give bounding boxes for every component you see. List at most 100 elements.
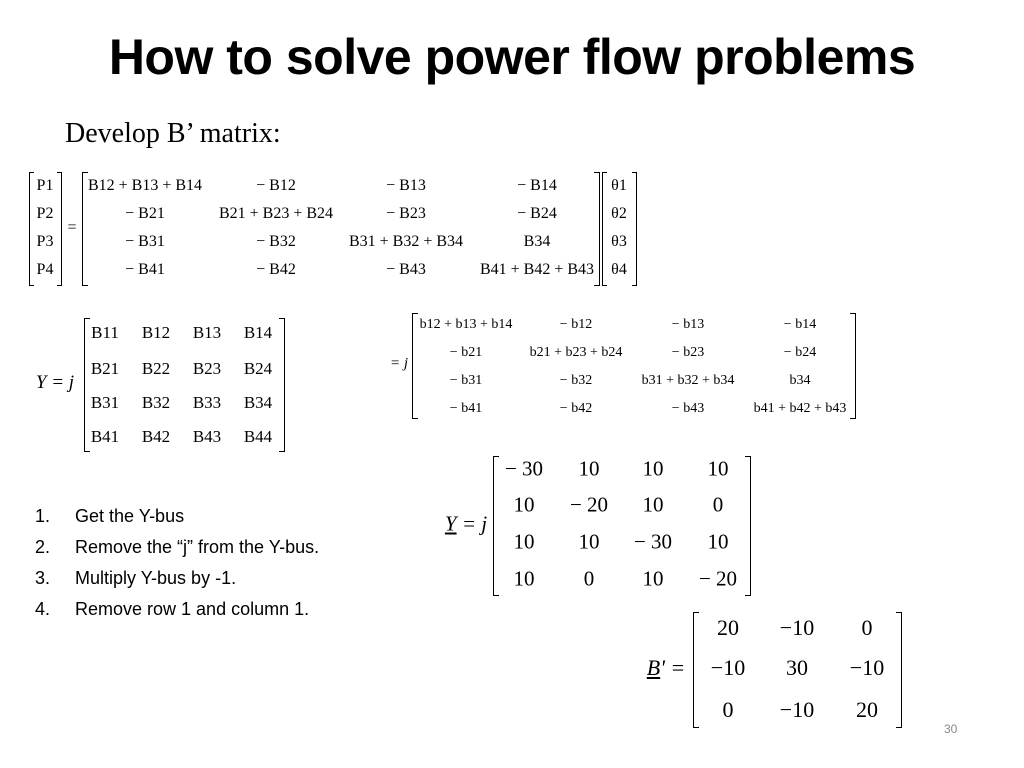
b-lower-matrix-cell: − b23 [671, 345, 705, 360]
b-prime-matrix-cell: −10 [849, 655, 885, 680]
b-matrix-cell: − B14 [517, 177, 557, 194]
y-matrix-cell: B24 [243, 359, 273, 378]
b-prime-matrix-cell: 0 [861, 615, 873, 640]
y-numeric-matrix-cell: 10 [513, 566, 535, 591]
b-lower-matrix-left-bracket [412, 313, 418, 419]
b-prime-matrix-cell: 20 [717, 615, 739, 640]
y-matrix-cell: B44 [243, 427, 273, 446]
y-numeric-matrix-cell: − 30 [633, 529, 673, 554]
y-numeric-matrix-cell: − 20 [698, 566, 738, 591]
lhs-vector-cell: P3 [36, 233, 54, 250]
y-bus-numeric-label: Y = j [444, 511, 488, 536]
y-numeric-matrix-cell: 10 [513, 492, 535, 517]
steps-list: 1.Get the Y-bus 2.Remove the “j” from th… [35, 504, 319, 628]
b-lower-matrix-cell: − b42 [559, 401, 593, 416]
b-lower-matrix-cell: b41 + b42 + b43 [753, 401, 847, 416]
b-prime-matrix-cell: −10 [710, 655, 746, 680]
equals-j-label: = j [389, 355, 409, 372]
lhs-vector-right-bracket [57, 172, 62, 286]
y-matrix-cell: B22 [141, 359, 171, 378]
y-numeric-matrix-cell: − 20 [569, 492, 609, 517]
y-numeric-matrix-cell: 0 [712, 492, 724, 517]
equals-sign: = [67, 219, 77, 236]
y-numeric-matrix-cell: 10 [707, 529, 729, 554]
b-matrix-cell: B21 + B23 + B24 [218, 205, 334, 222]
b-prime-matrix-cell: 0 [722, 697, 734, 722]
y-numeric-matrix-cell: 10 [513, 529, 535, 554]
y-numeric-matrix-cell: 10 [578, 456, 600, 481]
y-numeric-matrix-cell: − 30 [504, 456, 544, 481]
b-lower-matrix-cell: b21 + b23 + b24 [529, 345, 623, 360]
b-lower-matrix-cell: − b43 [671, 401, 705, 416]
y-matrix-cell: B42 [141, 427, 171, 446]
lhs-vector-left-bracket [29, 172, 34, 286]
y-matrix-right-bracket [279, 318, 285, 452]
lhs-vector-cell: P4 [36, 261, 54, 278]
b-prime-matrix-cell: 30 [786, 655, 808, 680]
slide-subtitle: Develop B’ matrix: [65, 118, 281, 149]
y-numeric-matrix-cell: 10 [707, 456, 729, 481]
b-lower-matrix-cell: b34 [789, 373, 811, 388]
b-lower-matrix-cell: b31 + b32 + b34 [641, 373, 735, 388]
b-prime-matrix-cell: −10 [779, 615, 815, 640]
page-number: 30 [944, 722, 958, 736]
y-numeric-matrix-cell: 10 [642, 456, 664, 481]
b-matrix-cell: − B24 [517, 205, 557, 222]
b-lower-matrix-cell: − b32 [559, 373, 593, 388]
b-prime-matrix-right-bracket [896, 612, 902, 728]
list-item: 4.Remove row 1 and column 1. [35, 599, 310, 619]
slide-title: How to solve power flow problems [108, 29, 916, 85]
y-matrix-cell: B14 [243, 323, 273, 342]
y-numeric-matrix-left-bracket [493, 456, 499, 596]
y-numeric-matrix-cell: 10 [642, 492, 664, 517]
b-matrix-cell: − B43 [386, 261, 426, 278]
b-lower-matrix-cell: − b21 [449, 345, 483, 360]
y-matrix-cell: B31 [90, 393, 120, 412]
b-lower-matrix-cell: − b12 [559, 317, 593, 332]
b-matrix-cell: B31 + B32 + B34 [348, 233, 464, 250]
b-lower-matrix-cell: − b41 [449, 401, 483, 416]
b-lower-matrix-cell: − b13 [671, 317, 705, 332]
y-numeric-matrix-cell: 0 [583, 566, 595, 591]
y-bus-label: Y = j [35, 372, 75, 393]
y-matrix-cell: B21 [90, 359, 120, 378]
y-numeric-matrix-right-bracket [745, 456, 751, 596]
b-matrix-cell: B12 + B13 + B14 [87, 177, 203, 194]
theta-vector-cell: θ4 [611, 261, 627, 278]
b-matrix-cell: − B12 [256, 177, 296, 194]
y-matrix-cell: B41 [90, 427, 120, 446]
b-matrix-cell: B41 + B42 + B43 [479, 261, 595, 278]
y-matrix-cell: B13 [192, 323, 222, 342]
lhs-vector-cell: P1 [36, 177, 54, 194]
list-item: 1.Get the Y-bus [35, 506, 185, 526]
y-matrix-cell: B34 [243, 393, 273, 412]
y-matrix-cell: B23 [192, 359, 222, 378]
b-lower-matrix-cell: − b24 [783, 345, 817, 360]
b-matrix-cell: B34 [523, 233, 551, 250]
theta-vector-right-bracket [632, 172, 637, 286]
b-matrix-cell: − B41 [125, 261, 165, 278]
b-matrix-left-bracket [82, 172, 88, 286]
b-prime-matrix-left-bracket [693, 612, 699, 728]
b-matrix-right-bracket [594, 172, 600, 286]
y-matrix-cell: B12 [141, 323, 171, 342]
b-matrix-cell: − B21 [125, 205, 165, 222]
y-matrix-cell: B33 [192, 393, 222, 412]
y-matrix-cell: B43 [192, 427, 222, 446]
b-matrix-cell: − B42 [256, 261, 296, 278]
b-lower-matrix-cell: − b14 [783, 317, 817, 332]
b-prime-matrix-cell: 20 [856, 697, 878, 722]
b-lower-matrix-cell: b12 + b13 + b14 [419, 317, 513, 332]
b-matrix-cell: − B31 [125, 233, 165, 250]
list-item: 2.Remove the “j” from the Y-bus. [35, 537, 320, 557]
b-prime-label: B' = [646, 655, 686, 680]
b-matrix-cell: − B13 [386, 177, 426, 194]
y-numeric-matrix-cell: 10 [578, 529, 600, 554]
y-matrix-left-bracket [84, 318, 90, 452]
b-matrix-cell: − B32 [256, 233, 296, 250]
theta-vector-cell: θ3 [611, 233, 627, 250]
b-lower-matrix-cell: − b31 [449, 373, 483, 388]
y-matrix-cell: B32 [141, 393, 171, 412]
theta-vector-cell: θ1 [611, 177, 627, 194]
lhs-vector-cell: P2 [36, 205, 54, 222]
